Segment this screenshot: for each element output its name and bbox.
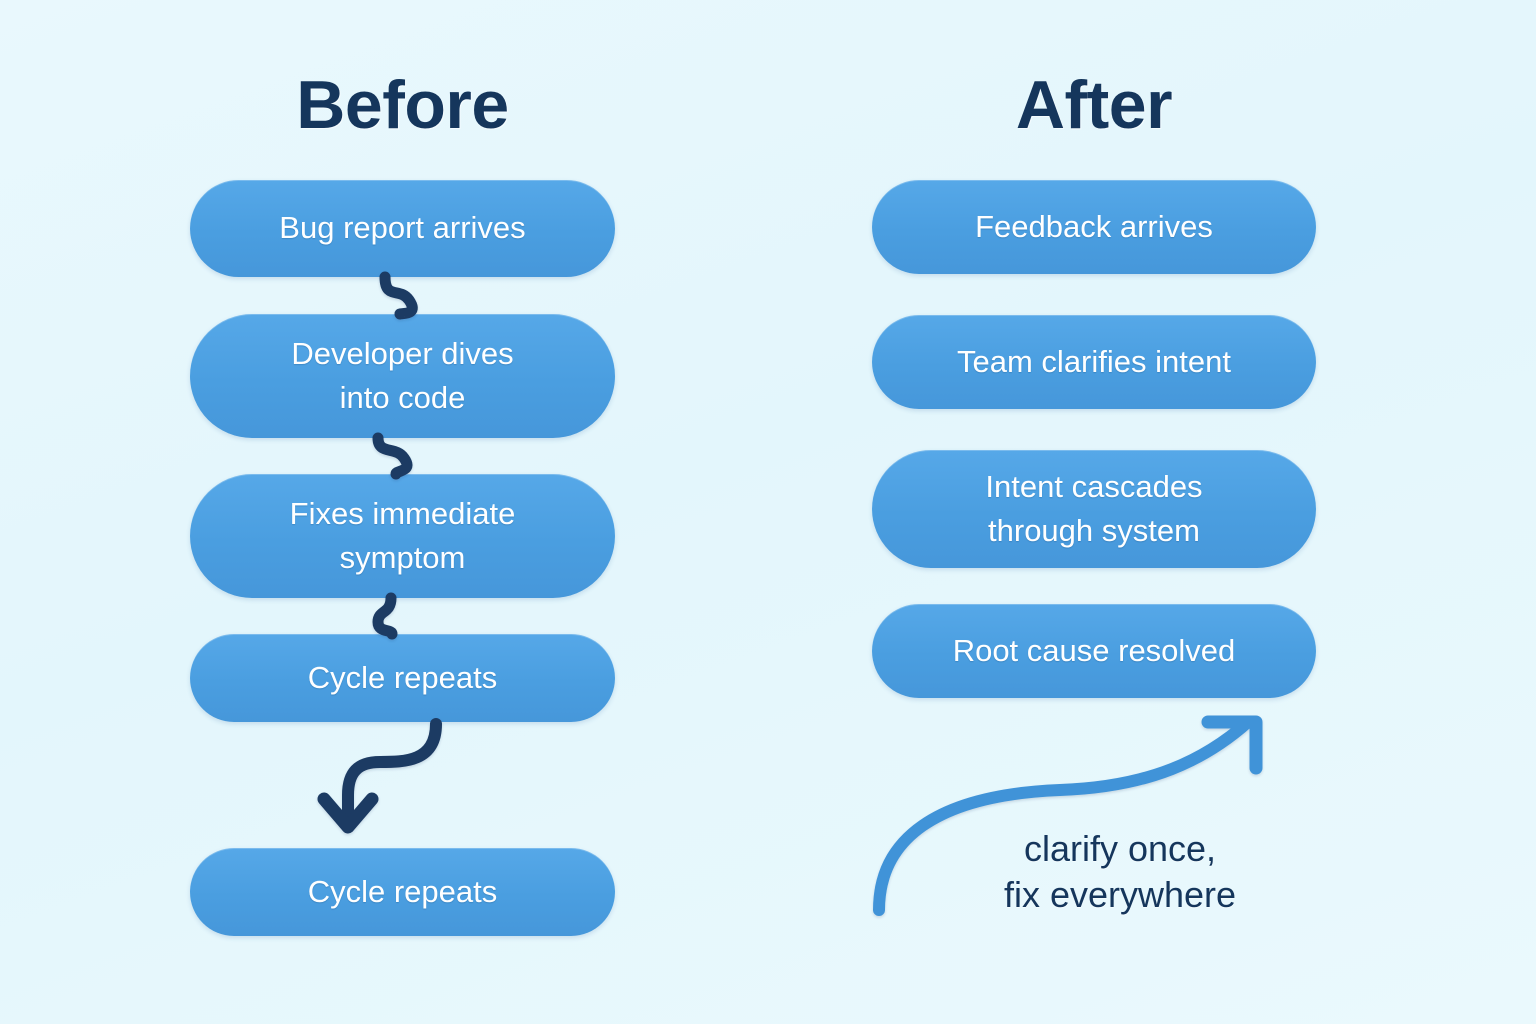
column-title-after: After (1015, 67, 1173, 143)
node-bug-report-arrives[interactable]: Bug report arrives (190, 180, 615, 277)
node-cycle-repeats-2[interactable]: Cycle repeats (190, 848, 615, 936)
node-fixes-immediate-symptom[interactable]: Fixes immediate symptom (190, 474, 615, 598)
node-label: Bug report arrives (279, 210, 526, 246)
connector-before-3 (372, 592, 398, 640)
node-developer-dives-into-code[interactable]: Developer dives into code (190, 314, 615, 438)
node-team-clarifies-intent[interactable]: Team clarifies intent (872, 315, 1316, 409)
node-label: Root cause resolved (952, 632, 1236, 668)
node-root-cause-resolved[interactable]: Root cause resolved (872, 604, 1316, 698)
node-intent-cascades-through-system[interactable]: Intent cascades through system (872, 450, 1316, 568)
node-label: Developer dives into code (291, 335, 514, 415)
node-label: Intent cascades through system (985, 468, 1203, 548)
column-title-before: Before (296, 67, 509, 143)
before-loop-arrow (317, 718, 442, 834)
connector-before-1 (379, 271, 418, 320)
node-feedback-arrives[interactable]: Feedback arrives (872, 180, 1316, 274)
after-caption: clarify once, fix everywhere (1003, 828, 1237, 916)
node-label: Cycle repeats (307, 873, 498, 909)
node-label: Cycle repeats (307, 659, 498, 695)
connector-before-2 (372, 432, 413, 480)
node-label: Team clarifies intent (957, 343, 1231, 379)
node-cycle-repeats-1[interactable]: Cycle repeats (190, 634, 615, 722)
node-label: Fixes immediate symptom (289, 495, 516, 575)
node-label: Feedback arrives (975, 208, 1213, 244)
